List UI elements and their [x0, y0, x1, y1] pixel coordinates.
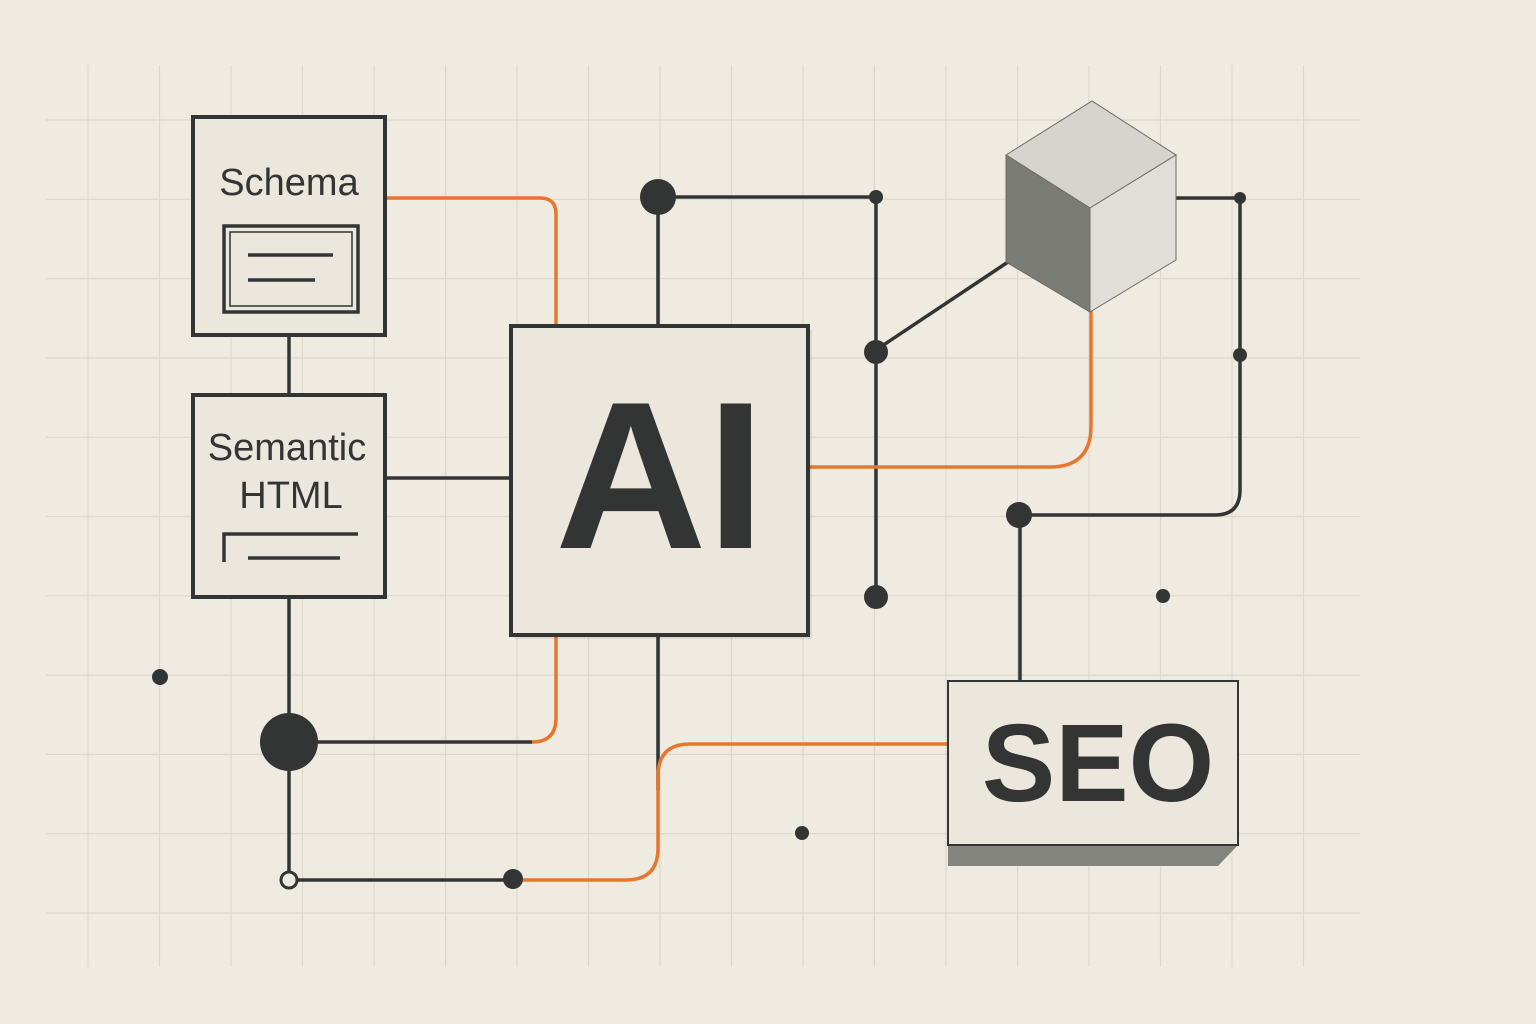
document-icon [222, 224, 360, 314]
junction-dot [503, 869, 523, 889]
floating-dot [795, 826, 809, 840]
floating-dot [152, 669, 168, 685]
schema-label: Schema [219, 162, 359, 204]
floating-dot [1156, 589, 1170, 603]
nodes-dots [152, 179, 1247, 890]
connector-bus-cube [875, 260, 1009, 352]
junction-dot [864, 340, 888, 364]
connector-seo [513, 742, 948, 882]
junction-dot [1006, 502, 1032, 528]
junction-dot [1234, 192, 1246, 204]
ai-label: AI [555, 358, 765, 593]
ai-node: AI [509, 324, 812, 639]
connector-cube-right [1018, 196, 1242, 681]
semantic-html-node: Semantic HTML [191, 393, 387, 599]
connector-schema-ai [385, 196, 558, 326]
connector-ai-bottom-left [531, 635, 558, 744]
seo-node: SEO [947, 680, 1239, 866]
open-terminal-dot [279, 870, 299, 890]
junction-dot [869, 190, 883, 204]
markup-lines-icon [222, 532, 358, 562]
seo-label: SEO [982, 702, 1214, 825]
junction-dot [864, 585, 888, 609]
semantic-label: Semantic [208, 427, 366, 469]
schema-node: Schema [191, 115, 387, 337]
junction-dot [640, 179, 676, 215]
junction-dot [1233, 348, 1247, 362]
cube-icon [1005, 100, 1177, 313]
html-label: HTML [239, 475, 342, 517]
junction-dot-large [260, 713, 318, 771]
connector-ai-cube [808, 310, 1093, 469]
